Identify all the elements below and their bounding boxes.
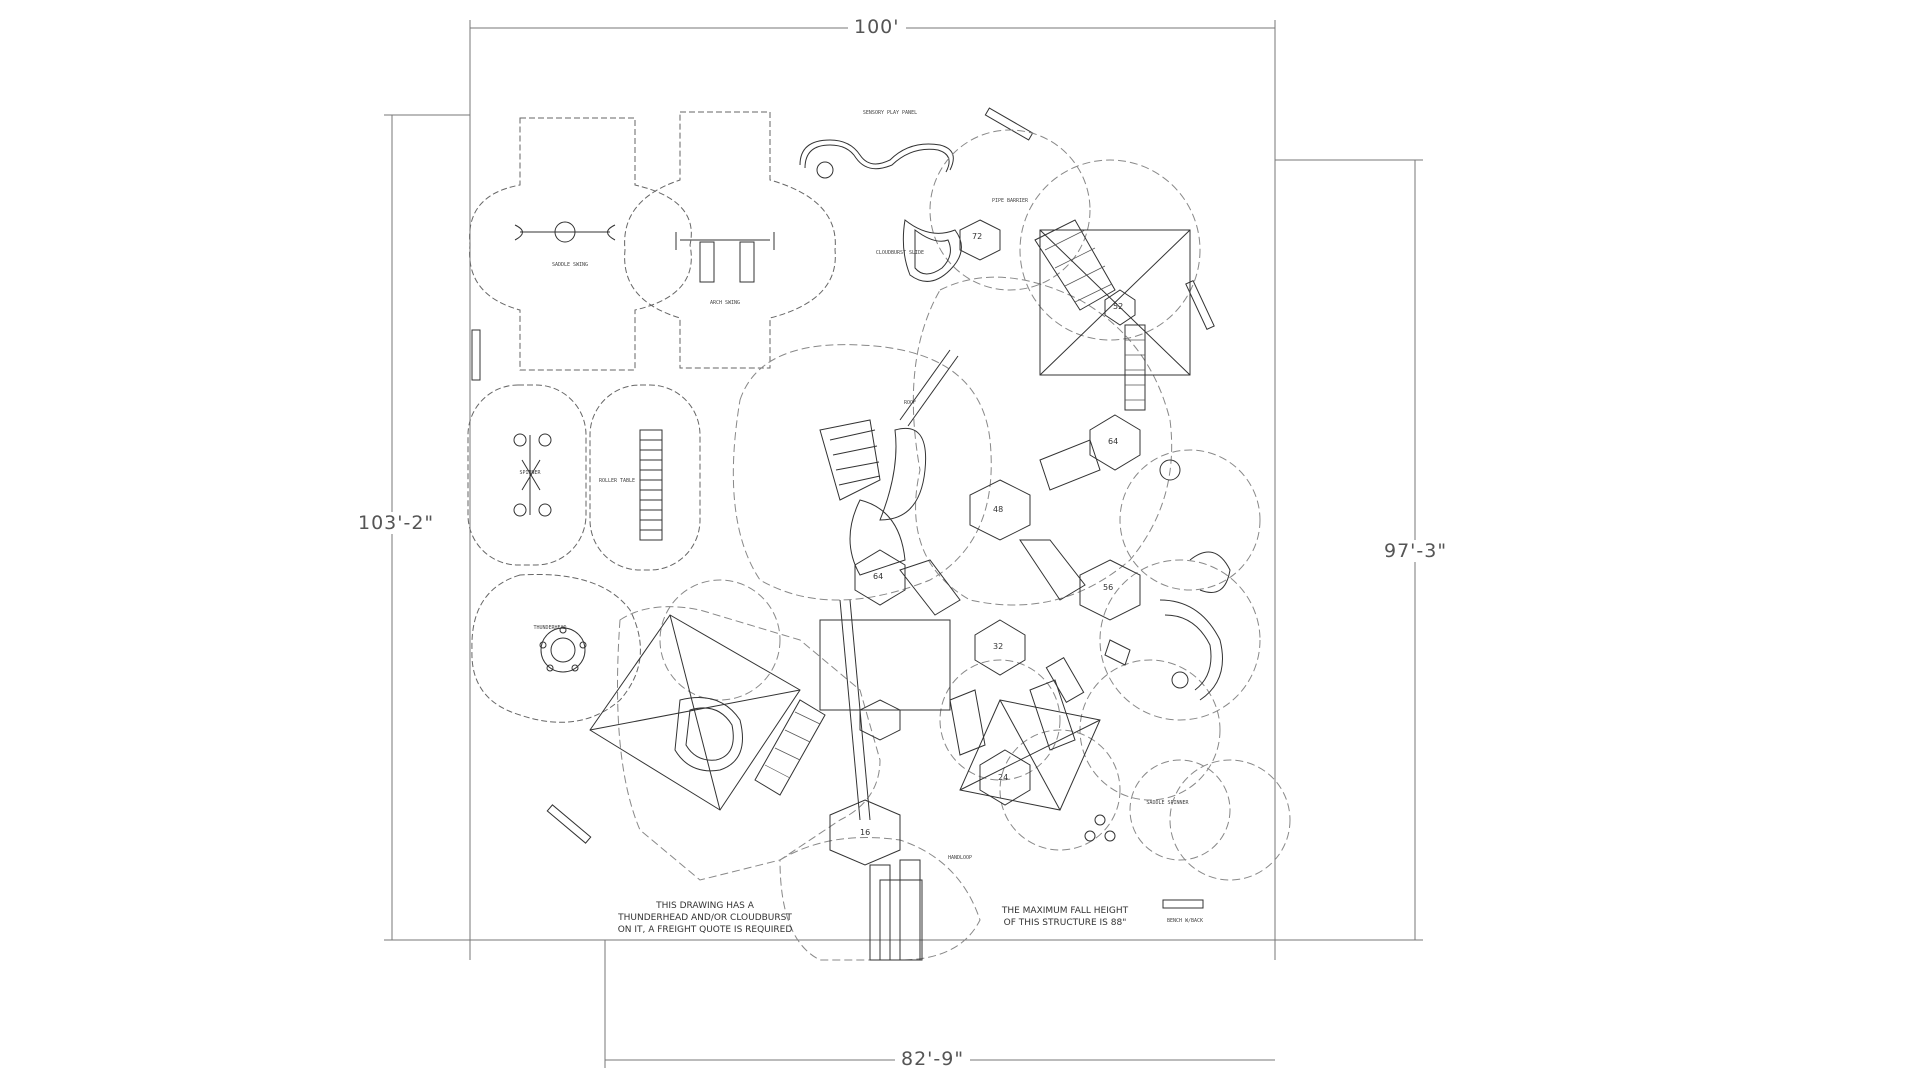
dimension-top	[469, 20, 1276, 960]
deck-number: 56	[1103, 583, 1114, 592]
motion-pieces	[1104, 459, 1231, 666]
dimension-left-label: 103'-2"	[352, 512, 441, 534]
saddle-spinner	[539, 626, 587, 673]
spinner	[513, 433, 552, 517]
component-label: SADDLE SWING	[551, 262, 589, 268]
arch-swing	[675, 232, 775, 283]
deck-number: 64	[873, 572, 884, 581]
arch-swing-zone	[624, 111, 836, 369]
use-zone-outlines	[617, 129, 1291, 961]
component-label: SENSORY PLAY PANEL	[862, 110, 918, 116]
deck-number: 48	[993, 505, 1004, 514]
component-label: THUNDERHEAD	[533, 625, 567, 631]
spinner-triangle	[1084, 814, 1116, 842]
slide-exit	[879, 656, 1085, 961]
fall-height-note: THE MAXIMUM FALL HEIGHT OF THIS STRUCTUR…	[980, 905, 1150, 929]
spiral-slide	[1159, 599, 1223, 701]
component-label: SADDLE SPINNER	[1146, 800, 1189, 806]
component-label: ROLLER TABLE	[598, 478, 636, 484]
component-label: ARCH SWING	[709, 300, 741, 306]
component-label: ROOF	[903, 400, 917, 406]
freight-note-line3: ON IT, A FREIGHT QUOTE IS REQUIRED	[617, 925, 793, 935]
roof-top-right	[1039, 229, 1191, 376]
roof-bottom-left	[589, 614, 801, 811]
roof-center	[819, 619, 951, 711]
saddle-spinner-zone	[471, 573, 641, 723]
component-label: CLOUDBURST SLIDE	[875, 250, 925, 256]
dimension-top-label: 100'	[848, 16, 906, 38]
net-climbers	[819, 419, 927, 576]
component-label: BENCH W/BACK	[1166, 918, 1204, 924]
saddle-swing	[514, 221, 616, 243]
component-label: SPINNER	[519, 470, 541, 476]
sensory-play-wall	[799, 139, 954, 179]
deck-number: 64	[1108, 437, 1119, 446]
fall-height-note-line2: OF THIS STRUCTURE IS 88"	[1003, 918, 1127, 928]
component-label: HANDLOOP	[947, 855, 973, 861]
ladder-arch	[839, 349, 959, 821]
fall-height-note-line1: THE MAXIMUM FALL HEIGHT	[1001, 906, 1129, 916]
decks	[829, 219, 1141, 866]
deck-number: 52	[1113, 302, 1124, 311]
ramps	[754, 219, 1146, 961]
deck-number: 16	[860, 828, 871, 837]
ramp-hatching	[764, 229, 1145, 779]
roller-table	[639, 429, 663, 541]
freight-note-line2: THUNDERHEAD AND/OR CLOUDBURST	[618, 913, 792, 923]
roof-bottom-right	[959, 699, 1101, 811]
freight-note-line1: THIS DRAWING HAS A	[656, 901, 754, 911]
component-label: PIPE BARRIER	[991, 198, 1029, 204]
deck-number: 32	[993, 642, 1004, 651]
freight-note: THIS DRAWING HAS A THUNDERHEAD AND/OR CL…	[600, 900, 810, 936]
spinner-zone	[467, 384, 701, 571]
dimension-bottom-label: 82'-9"	[895, 1048, 971, 1070]
dimension-right-label: 97'-3"	[1378, 540, 1454, 562]
cloudburst-slide	[902, 219, 962, 282]
saddle-swing-zone	[469, 117, 692, 371]
deck-number: 24	[998, 773, 1009, 782]
deck-number: 72	[972, 232, 983, 241]
tube-slide	[674, 697, 743, 772]
bench	[471, 107, 1215, 909]
